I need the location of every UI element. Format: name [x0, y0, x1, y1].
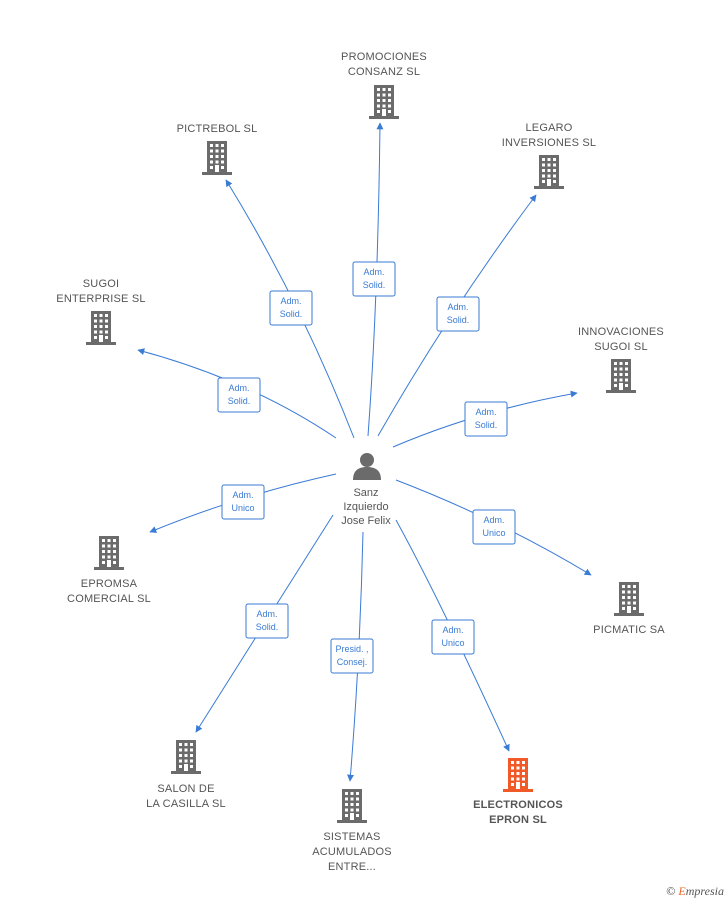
building-icon	[534, 155, 564, 189]
role-text: Presid. ,	[335, 644, 368, 654]
role-text: Solid.	[447, 315, 470, 325]
role-badge[interactable]: Adm. Unico	[431, 619, 475, 655]
company-name-line: SUGOI	[83, 278, 119, 290]
person-name-line: Jose Felix	[341, 515, 391, 527]
building-icon	[503, 758, 533, 792]
company-name-line: SUGOI SL	[594, 341, 648, 353]
building-icon	[606, 359, 636, 393]
company-name-line: INNOVACIONES	[578, 326, 664, 338]
person-icon	[353, 453, 381, 480]
company-name-line: COMERCIAL SL	[67, 593, 151, 605]
role-badge[interactable]: Presid. , Consej.	[330, 638, 374, 674]
person-name-line: Izquierdo	[343, 501, 388, 513]
role-text: Solid.	[363, 280, 386, 290]
company-node-sugoi-enterprise[interactable]: SUGOI ENTERPRISE SL	[56, 278, 146, 345]
company-node-sistemas-acumulados[interactable]: SISTEMAS ACUMULADOS ENTRE...	[312, 789, 392, 873]
building-icon	[369, 85, 399, 119]
company-node-innovaciones-sugoi[interactable]: INNOVACIONES SUGOI SL	[578, 326, 664, 393]
role-text: Unico	[441, 638, 464, 648]
role-badge[interactable]: Adm. Unico	[221, 484, 265, 520]
role-text: Adm.	[483, 515, 504, 525]
role-text: Solid.	[280, 309, 303, 319]
role-text: Solid.	[475, 420, 498, 430]
copyright-symbol: ©	[666, 884, 676, 898]
company-node-promociones-consanz[interactable]: PROMOCIONES CONSANZ SL	[341, 51, 427, 119]
role-badge[interactable]: Adm. Solid.	[464, 401, 508, 437]
company-name-line: LEGARO	[525, 122, 572, 134]
role-text: Adm.	[442, 625, 463, 635]
role-text: Solid.	[256, 622, 279, 632]
role-badge[interactable]: Adm. Solid.	[217, 377, 261, 413]
company-name-line: PICTREBOL SL	[177, 123, 258, 135]
company-name-line: SALON DE	[157, 783, 214, 795]
role-badge[interactable]: Adm. Solid.	[245, 603, 289, 639]
company-name-line: ELECTRONICOS	[473, 799, 563, 811]
building-icon	[202, 141, 232, 175]
building-icon	[94, 536, 124, 570]
company-name-line: EPROMSA	[81, 578, 138, 590]
brand-initial: E	[678, 884, 686, 898]
role-badge[interactable]: Adm. Solid.	[436, 296, 480, 332]
role-text: Adm.	[228, 383, 249, 393]
company-name-line: ENTRE...	[328, 861, 376, 873]
center-person-node[interactable]: Sanz Izquierdo Jose Felix	[341, 453, 391, 527]
role-badge[interactable]: Adm. Solid.	[269, 290, 313, 326]
person-name-line: Sanz	[353, 487, 378, 499]
company-node-salon-de-la-casilla[interactable]: SALON DE LA CASILLA SL	[146, 740, 226, 810]
role-text: Adm.	[447, 302, 468, 312]
role-text: Consej.	[337, 657, 368, 667]
building-icon	[86, 311, 116, 345]
company-name-line: ACUMULADOS	[312, 846, 392, 858]
nodes-layer: PROMOCIONES CONSANZ SL PICTREBOL SL LEGARO I…	[56, 51, 665, 873]
company-name-line: ENTERPRISE SL	[56, 293, 145, 305]
footer-brand: © Empresia	[666, 884, 724, 899]
building-icon	[171, 740, 201, 774]
role-text: Adm.	[475, 407, 496, 417]
role-text: Adm.	[280, 296, 301, 306]
company-name-line: CONSANZ SL	[348, 66, 420, 78]
role-text: Solid.	[228, 396, 251, 406]
building-icon	[614, 582, 644, 616]
company-name-line: LA CASILLA SL	[146, 798, 226, 810]
brand-name: mpresia	[685, 884, 724, 898]
company-node-epromsa-comercial[interactable]: EPROMSA COMERCIAL SL	[67, 536, 151, 605]
role-text: Adm.	[363, 267, 384, 277]
company-name-line: PROMOCIONES	[341, 51, 427, 63]
company-node-legaro-inversiones[interactable]: LEGARO INVERSIONES SL	[502, 122, 597, 189]
company-name-line: EPRON SL	[489, 814, 547, 826]
relation-edge	[395, 519, 510, 752]
role-text: Unico	[231, 503, 254, 513]
edges-layer: Adm. Solid. Adm. Solid. Adm. Solid. Adm. Solid.…	[137, 122, 592, 782]
role-badge[interactable]: Adm. Solid.	[352, 261, 396, 297]
role-text: Adm.	[256, 609, 277, 619]
company-node-picmatic[interactable]: PICMATIC SA	[593, 582, 665, 636]
role-text: Adm.	[232, 490, 253, 500]
role-text: Unico	[482, 528, 505, 538]
role-badge[interactable]: Adm. Unico	[472, 509, 516, 545]
company-name-line: PICMATIC SA	[593, 624, 665, 636]
company-name-line: SISTEMAS	[323, 831, 380, 843]
company-name-line: INVERSIONES SL	[502, 137, 597, 149]
building-icon	[337, 789, 367, 823]
company-node-pictrebol[interactable]: PICTREBOL SL	[177, 123, 258, 175]
company-node-electronicos-epron[interactable]: ELECTRONICOS EPRON SL	[473, 758, 563, 826]
